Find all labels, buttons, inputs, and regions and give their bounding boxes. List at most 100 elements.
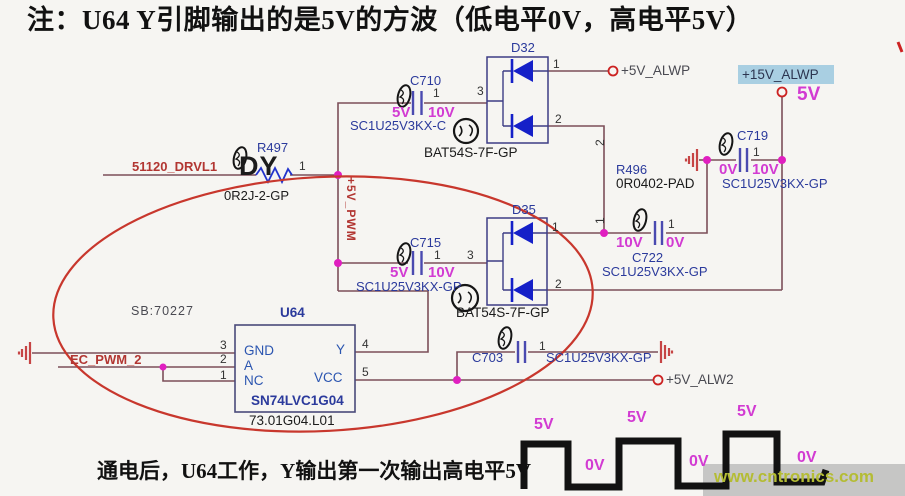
watermark: www.cntronics.com	[714, 467, 874, 486]
wire-y-output	[338, 290, 429, 353]
voltage-annotation: 0V	[719, 161, 738, 178]
artifact-mark	[896, 41, 904, 53]
seal-stamp-icon	[452, 117, 480, 145]
cap-c703	[516, 341, 527, 363]
part-c715: SC1U25V3KX-GP	[356, 279, 462, 294]
capacitor-plates	[411, 91, 749, 363]
ground-icon	[659, 341, 674, 363]
power-terminals	[607, 65, 788, 386]
ref-c715: C715	[410, 235, 442, 250]
part-r496: 0R0402-PAD	[616, 176, 695, 191]
highlighted-net-15v-alwp: +15V_ALWP	[738, 65, 834, 84]
terminal-5v-alwp	[607, 65, 619, 77]
diode-icon	[513, 222, 533, 244]
ground-icon	[17, 342, 32, 364]
part-c719: SC1U25V3KX-GP	[722, 176, 828, 191]
ref-c722: C722	[632, 250, 664, 265]
ref-d32: D32	[511, 40, 535, 55]
pin-number: 1	[753, 145, 760, 159]
voltage-annotation: 10V	[428, 104, 455, 121]
net-label-ec-pwm-2: EC_PWM_2	[70, 352, 142, 367]
pin-number: 3	[477, 84, 484, 98]
stamp-icon	[718, 132, 734, 156]
terminal-15v-alwp	[776, 86, 788, 98]
ref-r497: R497	[257, 140, 289, 155]
u64-pin-vcc: VCC	[314, 370, 343, 385]
u64-pin-a: A	[244, 358, 254, 373]
net-label-5v-pwm: +5V_PWM	[344, 177, 358, 242]
part-d35: BAT54S-7F-GP	[456, 305, 550, 320]
stamp-icon	[632, 208, 648, 232]
ground-icon	[684, 149, 699, 171]
ref-c703: C703	[472, 350, 504, 365]
cap-c710	[411, 91, 423, 115]
waveform-low-label: 0V	[689, 453, 709, 470]
diode-icon	[513, 60, 533, 82]
wire-c703	[456, 351, 658, 380]
waveform-high-label: 5V	[534, 416, 554, 433]
pin-number: 4	[362, 337, 369, 351]
net-label-drvl1: 51120_DRVL1	[132, 159, 218, 174]
pin-number: 1	[539, 339, 546, 353]
pin-number: 3	[220, 338, 227, 352]
pin-number: 2	[555, 277, 562, 291]
stamp-icon	[232, 146, 248, 170]
part-c710: SC1U25V3KX-C	[350, 118, 447, 133]
pin-number: 2	[593, 139, 607, 146]
page-title: 注：U64 Y引脚输出的是5V的方波（低电平0V，高电平5V）	[27, 5, 754, 35]
stamp-icon	[396, 84, 412, 108]
part-c722: SC1U25V3KX-GP	[602, 264, 708, 279]
part-u64: SN74LVC1G04	[251, 393, 344, 408]
pin-number: 1	[299, 159, 306, 173]
pin-number: 2	[555, 112, 562, 126]
part-c703: SC1U25V3KX-GP	[546, 350, 652, 365]
handwriting-dy: DY	[239, 151, 279, 181]
diode-icon	[513, 279, 533, 301]
net-label-15v-alwp: +15V_ALWP	[742, 67, 819, 82]
diode-pack-d32	[486, 56, 549, 144]
voltage-annotation: 0V	[666, 234, 685, 251]
ground-symbols	[17, 149, 699, 364]
pin-number: 1	[552, 220, 559, 234]
u64-body	[234, 324, 356, 413]
wire-u64-nc	[162, 367, 235, 382]
wire-r496-link	[548, 125, 605, 233]
part2-u64: 73.01G04.L01	[249, 413, 335, 428]
pin-number: 1	[593, 217, 607, 224]
part-r497: 0R2J-2-GP	[224, 188, 290, 203]
stamp-icon	[396, 242, 412, 266]
pin-number: 1	[220, 368, 227, 382]
voltage-annotation: 5V	[392, 104, 411, 121]
resistor-r497-symbol	[255, 165, 293, 185]
pin-number: 1	[433, 86, 440, 100]
u64-pin-nc: NC	[244, 373, 264, 388]
caption: 通电后，U64工作，Y输出第一次输出高电平5V	[97, 459, 531, 483]
net-label-5v-alw2: +5V_ALW2	[666, 372, 734, 387]
terminal-5v-alw2	[652, 374, 664, 386]
ref-c719: C719	[737, 128, 769, 143]
ref-d35: D35	[512, 202, 536, 217]
waveform-high-label: 5V	[737, 403, 757, 420]
cap-c722	[653, 221, 664, 245]
pin-number: 2	[220, 352, 227, 366]
wire-c722	[604, 160, 708, 234]
highlight-ellipse	[52, 175, 594, 433]
part-d32: BAT54S-7F-GP	[424, 145, 518, 160]
pin-number: 5	[362, 365, 369, 379]
cap-c719	[738, 148, 749, 172]
voltage-annotation: 5V	[390, 264, 409, 281]
stamp-icons	[232, 84, 734, 350]
wire-c710-branch	[337, 102, 487, 175]
stamp-icon	[497, 326, 513, 350]
pin-number: 3	[467, 248, 474, 262]
voltage-annotation: 10V	[616, 234, 643, 251]
waveform-low-label: 0V	[585, 457, 605, 474]
ref-c710: C710	[410, 73, 442, 88]
annotation-sb: SB:70227	[131, 304, 194, 318]
diode-icon	[513, 115, 533, 137]
pin-number: 1	[553, 57, 560, 71]
square-wave	[520, 430, 830, 491]
waveform-high-label: 5V	[627, 409, 647, 426]
waveform-low-label: 0V	[797, 449, 817, 466]
